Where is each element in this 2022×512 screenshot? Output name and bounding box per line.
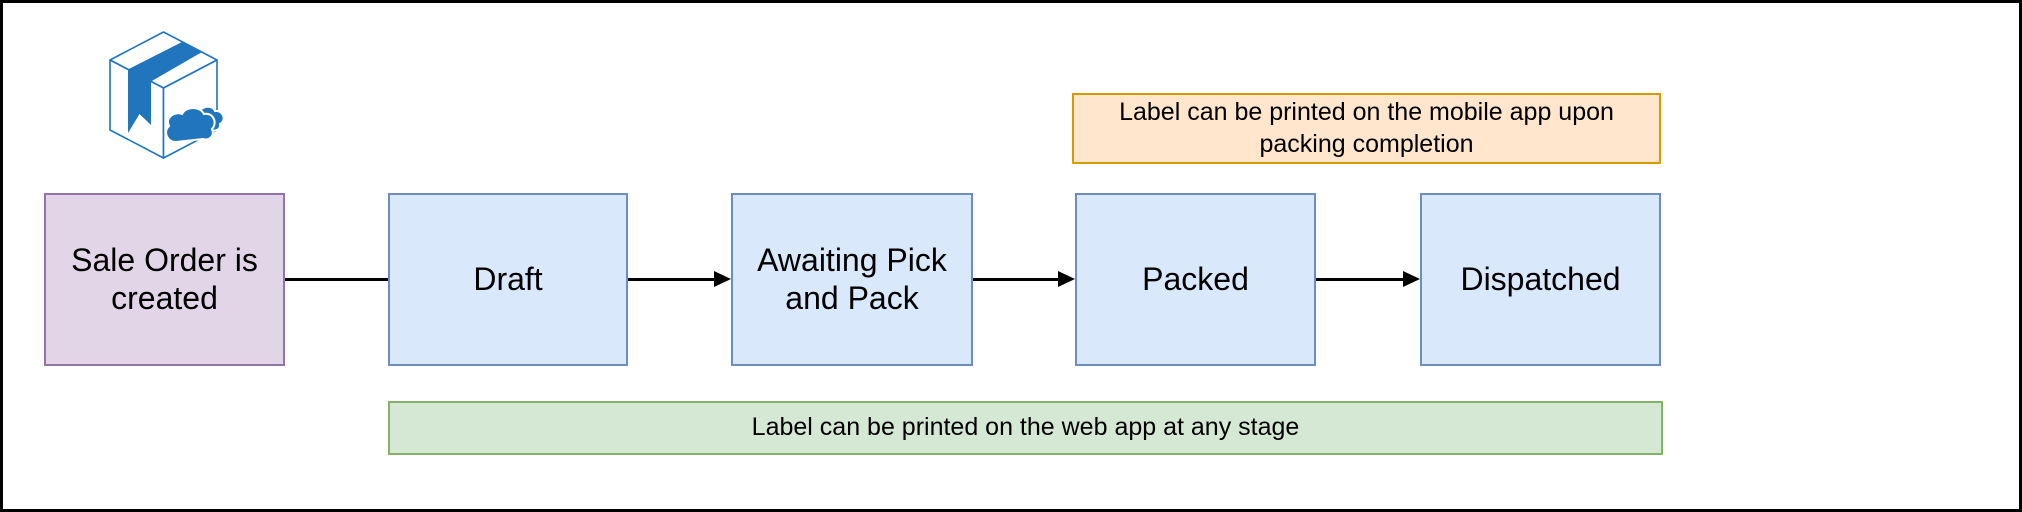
node-draft: Draft xyxy=(388,193,628,366)
node-label: Packed xyxy=(1142,260,1249,297)
node-label: Draft xyxy=(473,260,543,297)
connector-awaiting-to-packed xyxy=(973,278,1060,281)
node-label: Dispatched xyxy=(1460,260,1621,297)
connector-start-to-draft xyxy=(285,278,388,281)
arrowhead-icon xyxy=(714,271,731,287)
node-awaiting-pick-and-pack: Awaiting Pick and Pack xyxy=(731,193,973,366)
connector-draft-to-awaiting xyxy=(628,278,716,281)
note-web-app-label: Label can be printed on the web app at a… xyxy=(388,401,1663,455)
node-sale-order-created: Sale Order is created xyxy=(44,193,285,366)
arrowhead-icon xyxy=(1058,271,1075,287)
node-label: Awaiting Pick and Pack xyxy=(757,241,947,316)
note-mobile-app-label: Label can be printed on the mobile app u… xyxy=(1072,93,1661,164)
connector-packed-to-dispatched xyxy=(1316,278,1405,281)
node-dispatched: Dispatched xyxy=(1420,193,1661,366)
node-packed: Packed xyxy=(1075,193,1316,366)
package-cloud-logo-icon xyxy=(109,31,225,159)
note-text: Label can be printed on the mobile app u… xyxy=(1119,98,1614,158)
node-label: Sale Order is created xyxy=(71,241,258,316)
arrowhead-icon xyxy=(1403,271,1420,287)
note-text: Label can be printed on the web app at a… xyxy=(751,413,1300,442)
